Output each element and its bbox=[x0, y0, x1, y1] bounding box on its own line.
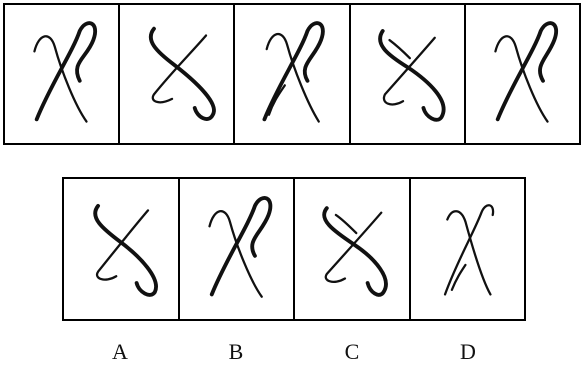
crossed-loop-icon bbox=[322, 206, 388, 297]
option-d-label[interactable]: D bbox=[460, 339, 476, 364]
crossed-loop-icon bbox=[262, 21, 326, 123]
option-a-figure[interactable] bbox=[64, 179, 180, 319]
crossed-loop-icon bbox=[377, 29, 445, 122]
crossed-loop-icon bbox=[149, 26, 217, 121]
question-figure-2 bbox=[120, 5, 236, 143]
crossed-loop-icon bbox=[93, 203, 158, 297]
option-d-figure[interactable] bbox=[411, 179, 525, 319]
option-a-label[interactable]: A bbox=[112, 339, 128, 364]
option-b-label[interactable]: B bbox=[228, 339, 244, 364]
crossed-loop-icon bbox=[443, 204, 494, 296]
crossed-loop-icon bbox=[494, 21, 558, 123]
question-figure-4 bbox=[351, 5, 466, 143]
question-sequence bbox=[3, 3, 581, 145]
option-c-figure[interactable] bbox=[295, 179, 411, 319]
answer-options bbox=[62, 177, 526, 321]
question-figure-5 bbox=[466, 5, 579, 143]
option-c-label[interactable]: C bbox=[344, 339, 360, 364]
crossed-loop-icon bbox=[207, 196, 272, 298]
crossed-loop-icon bbox=[33, 21, 97, 123]
option-labels: A B C D bbox=[62, 337, 526, 367]
question-figure-1 bbox=[5, 5, 121, 143]
option-b-figure[interactable] bbox=[180, 179, 295, 319]
question-figure-3 bbox=[235, 5, 351, 143]
